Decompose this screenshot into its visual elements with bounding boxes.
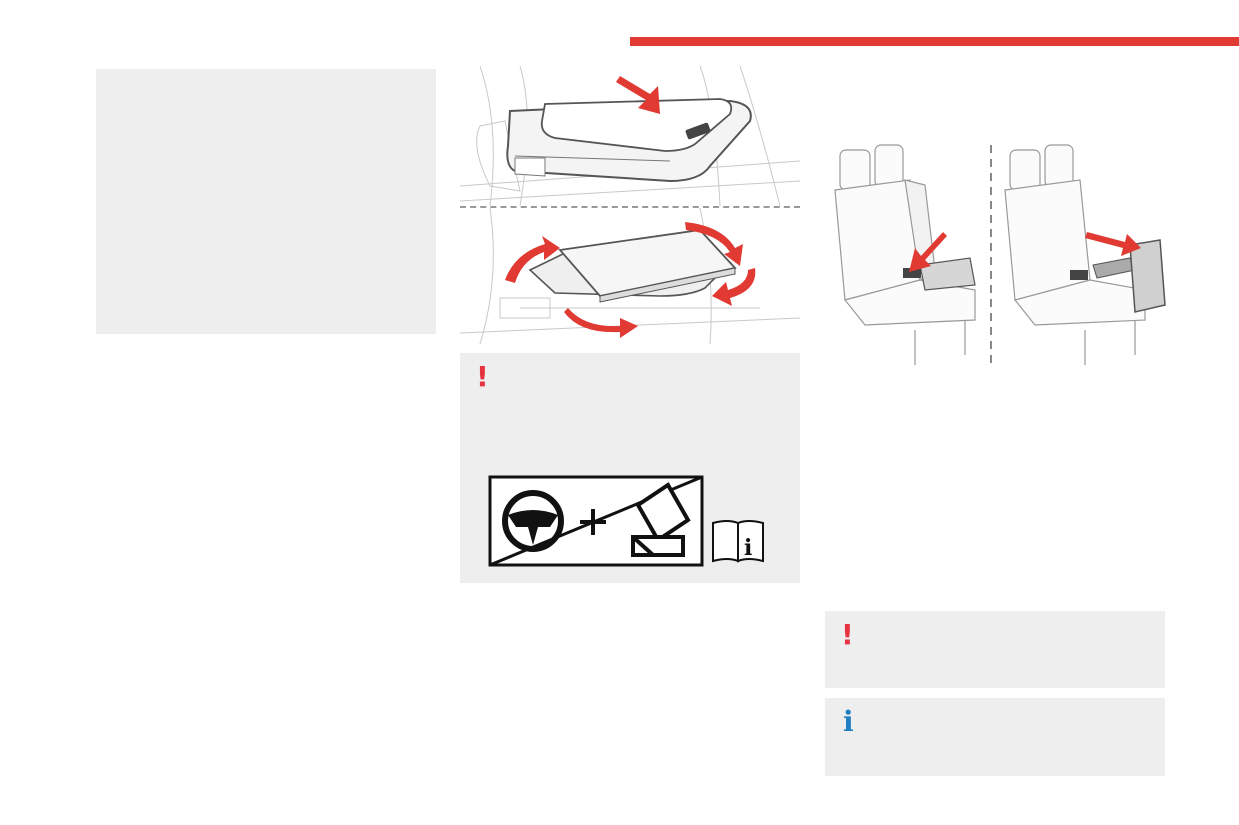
exclamation-icon: !: [476, 360, 489, 393]
exclamation-icon: !: [841, 618, 854, 651]
text-panel: [96, 69, 436, 334]
warning-panel-2: !: [825, 611, 1165, 688]
info-panel: i: [825, 698, 1165, 776]
info-icon: i: [843, 705, 854, 738]
storage-tray-illustration: [460, 66, 800, 206]
warning-panel: ! i: [460, 353, 800, 583]
tray-rotate-illustration: [460, 208, 800, 344]
header-accent-bar: [630, 37, 1239, 46]
separator-dashed: [460, 206, 800, 208]
rear-seats-illustration: [825, 140, 1170, 370]
svg-text:i: i: [744, 535, 752, 561]
airbag-warning-pictogram: i: [488, 475, 778, 572]
